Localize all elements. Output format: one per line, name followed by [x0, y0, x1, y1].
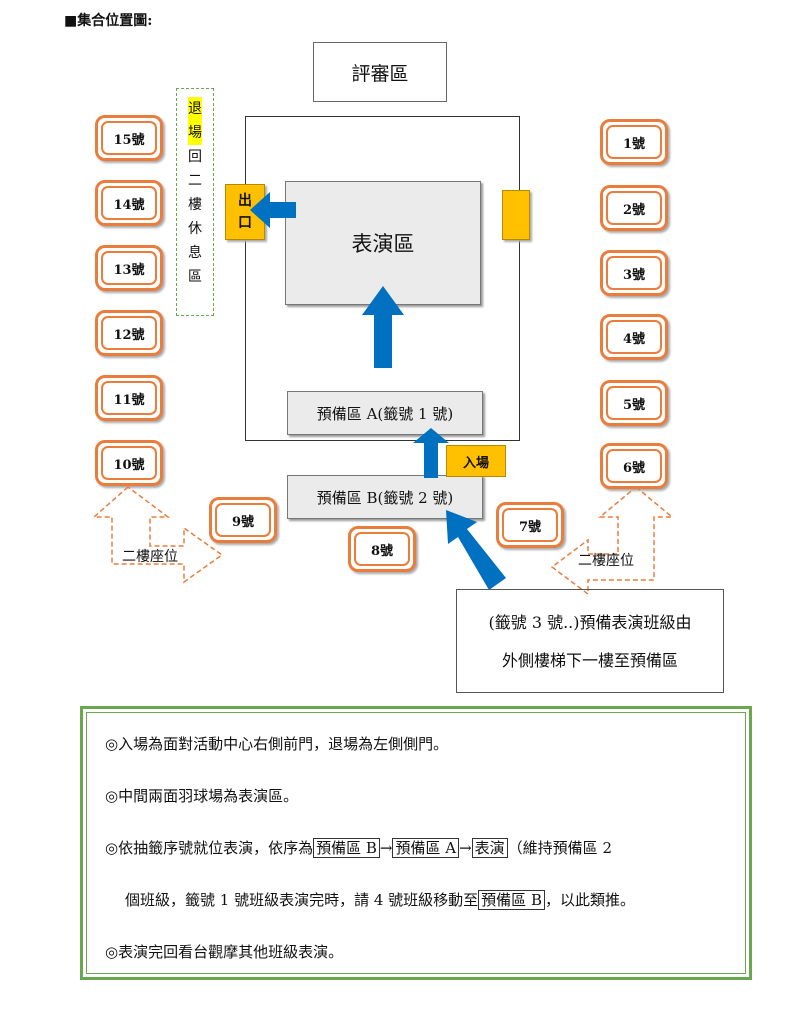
seat-3: 3號 — [600, 250, 668, 296]
note-text: （維持預備區 2 — [507, 839, 612, 857]
exit-note-char: 回 — [188, 149, 202, 165]
seat-label: 3號 — [606, 256, 662, 290]
seat-label: 5號 — [606, 386, 662, 420]
boxed-perform: 表演 — [471, 838, 508, 858]
seat-label: 14號 — [101, 186, 157, 220]
seat-13: 13號 — [95, 245, 163, 291]
stairs-arrow — [446, 510, 506, 590]
seat-15: 15號 — [95, 115, 163, 161]
seat-6: 6號 — [600, 443, 668, 489]
note-text: ，以此類推。 — [544, 891, 635, 909]
note-line-4: 個班級，籤號 1 號班級表演完時，請 4 號班級移動至預備區 B，以此類推。 — [105, 885, 745, 937]
seat-11: 11號 — [95, 375, 163, 421]
seat-label: 4號 — [606, 320, 662, 354]
seat-label: 1號 — [606, 125, 662, 159]
second-floor-right-label: 二樓座位 — [578, 553, 634, 569]
seat-label: 9號 — [215, 503, 271, 537]
seat-label: 6號 — [606, 449, 662, 483]
callout-line: 外側樓梯下一樓至預備區 — [501, 651, 678, 670]
exit-note-char: 二 — [188, 173, 202, 189]
enter-door: 入場 — [446, 445, 506, 477]
second-floor-left-label: 二樓座位 — [122, 549, 178, 565]
hall-outline — [245, 116, 520, 441]
exit-arrow — [250, 192, 296, 228]
boxed-prep-b: 預備區 B — [313, 838, 380, 858]
exit-note-char: 樓 — [188, 197, 202, 213]
exit-note-char: 休 — [188, 221, 202, 237]
exit-route-note: 退 場 回 二 樓 休 息 區 — [176, 88, 214, 316]
exit-note-char: 區 — [188, 269, 202, 285]
seat-2: 2號 — [600, 185, 668, 231]
stage-up-arrow — [362, 286, 404, 368]
seat-label: 12號 — [101, 316, 157, 350]
seat-8: 8號 — [348, 526, 416, 572]
seat-label: 2號 — [606, 191, 662, 225]
prep-area-b: 預備區 B(籤號 2 號) — [287, 475, 483, 519]
note-line-1: ◎入場為面對活動中心右側前門，退場為左側側門。 — [105, 735, 449, 753]
callout-line: (籤號 3 號..)預備表演班級由 — [488, 613, 692, 632]
note-line-2: ◎中間兩面羽球場為表演區。 — [105, 787, 299, 805]
notes-inner: ◎入場為面對活動中心右側前門，退場為左側側門。 ◎中間兩面羽球場為表演區。 ◎依… — [86, 712, 746, 974]
exit-door-char: 出 — [238, 193, 252, 209]
seat-10: 10號 — [95, 440, 163, 486]
judge-area: 評審區 — [313, 42, 447, 102]
seat-label: 13號 — [101, 251, 157, 285]
seat-label: 10號 — [101, 446, 157, 480]
exit-note-char: 場 — [188, 121, 202, 145]
stage-area: 表演區 — [285, 181, 481, 305]
diagram-arrows — [92, 192, 675, 596]
page-title: ■集合位置圖: — [64, 13, 153, 29]
arrow-glyph: → — [459, 839, 472, 857]
note-line-3: ◎依抽籤序號就位表演，依序為預備區 B→預備區 A→表演（維持預備區 2 — [105, 833, 745, 885]
exit-note-char: 退 — [188, 97, 202, 121]
seat-label: 11號 — [101, 381, 157, 415]
boxed-prep-a: 預備區 A — [392, 838, 460, 858]
stairs-callout: (籤號 3 號..)預備表演班級由 外側樓梯下一樓至預備區 — [456, 589, 724, 693]
boxed-prep-b: 預備區 B — [478, 890, 545, 910]
seat-label: 7號 — [502, 508, 558, 542]
notes-panel: ◎入場為面對活動中心右側前門，退場為左側側門。 ◎中間兩面羽球場為表演區。 ◎依… — [80, 706, 752, 980]
prep-up-arrow — [413, 428, 449, 478]
seat-14: 14號 — [95, 180, 163, 226]
second-floor-left-arrow — [92, 486, 224, 584]
seat-12: 12號 — [95, 310, 163, 356]
exit-door-char: 口 — [238, 215, 252, 231]
seat-9: 9號 — [209, 497, 277, 543]
seat-5: 5號 — [600, 380, 668, 426]
note-line-5: ◎表演完回看台觀摩其他班級表演。 — [105, 943, 344, 961]
right-door — [502, 190, 530, 240]
seat-label: 15號 — [101, 121, 157, 155]
arrow-glyph: → — [379, 839, 393, 857]
seat-4: 4號 — [600, 314, 668, 360]
note-text: 個班級，籤號 1 號班級表演完時，請 4 號班級移動至 — [125, 891, 479, 909]
seat-1: 1號 — [600, 119, 668, 165]
exit-note-char: 息 — [188, 245, 202, 261]
second-floor-right-arrow — [550, 486, 675, 596]
note-text: ◎依抽籤序號就位表演，依序為 — [105, 839, 314, 857]
prep-area-a: 預備區 A(籤號 1 號) — [287, 391, 483, 435]
seat-7: 7號 — [496, 502, 564, 548]
seat-label: 8號 — [354, 532, 410, 566]
